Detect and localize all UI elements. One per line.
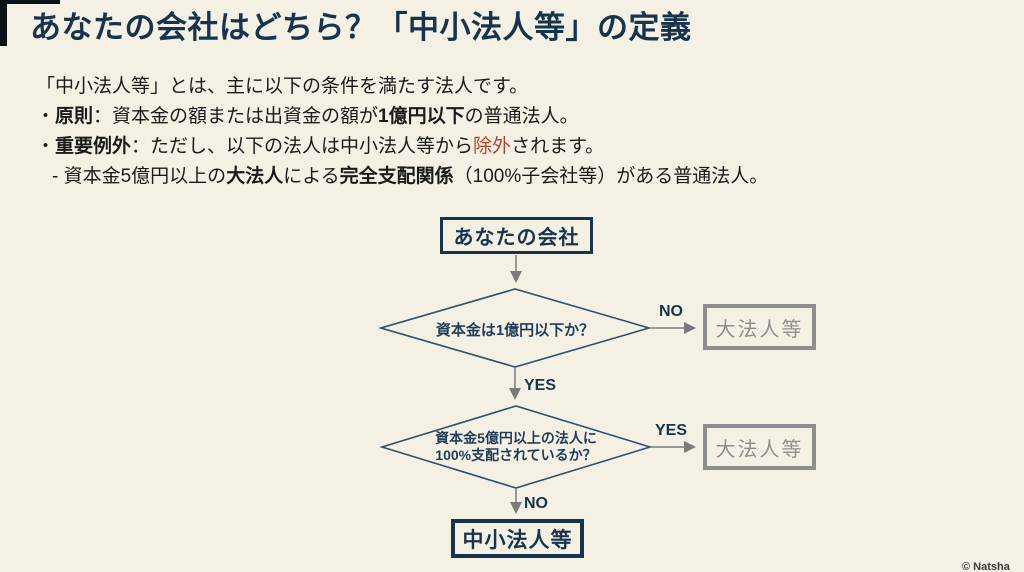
text-segment: - 資本金5億円以上の: [52, 166, 227, 187]
bullet-glyph: ・: [36, 106, 56, 127]
copyright-watermark: © Natsha: [962, 561, 1010, 572]
text-segment: （100%子会社等）がある普通法人。: [453, 166, 769, 187]
text-segment-red: 除外: [473, 136, 512, 157]
text-segment-bold: 完全支配関係: [339, 166, 454, 187]
decision2-label: 資本金5億円以上の法人に 100%支配されているか？: [396, 430, 636, 464]
flow-result-label: 中小法人等: [462, 528, 573, 552]
text-segment: による: [283, 166, 340, 187]
bullet-glyph: ・: [36, 136, 56, 157]
text-segment: ：ただし、以下の法人は中小法人等から: [131, 136, 474, 157]
flow-start-label: あなたの会社: [453, 227, 580, 249]
intro-line-definition: 「中小法人等」とは、主に以下の条件を満たす法人です。: [36, 72, 768, 102]
decision2-label-line1: 資本金5億円以上の法人に: [435, 430, 597, 446]
flow-result-box: 中小法人等: [451, 519, 584, 558]
intro-line-exception: ・重要例外：ただし、以下の法人は中小法人等から除外されます。: [36, 132, 768, 162]
large-corp-label-2: 大法人等: [715, 438, 804, 461]
flow-start-box: あなたの会社: [440, 217, 593, 254]
text-segment: 「中小法人等」とは、主に以下の条件を満たす法人です。: [36, 76, 529, 97]
intro-line-exception-detail: - 資本金5億円以上の大法人による完全支配関係（100%子会社等）がある普通法人…: [36, 162, 768, 192]
large-corp-box-1: 大法人等: [703, 304, 816, 350]
text-segment-bold: 1億円以下: [378, 106, 465, 127]
large-corp-label-1: 大法人等: [715, 318, 804, 341]
text-segment-bold: 大法人: [226, 166, 284, 187]
corner-artifact-left: [0, 0, 7, 46]
large-corp-box-2: 大法人等: [703, 424, 816, 470]
intro-text-block: 「中小法人等」とは、主に以下の条件を満たす法人です。 ・原則：資本金の額または出…: [36, 72, 768, 192]
branch-label-no-1: NO: [659, 303, 683, 320]
text-segment: の普通法人。: [464, 106, 579, 127]
text-segment: ：資本金の額または出資金の額が: [93, 106, 379, 127]
branch-label-no-2: NO: [524, 495, 548, 512]
intro-line-principle: ・原則：資本金の額または出資金の額が1億円以下の普通法人。: [36, 102, 768, 132]
text-segment: されます。: [511, 136, 605, 157]
branch-label-yes-2: YES: [655, 422, 688, 439]
text-segment-bold: 重要例外: [55, 136, 132, 157]
decision1-label: 資本金は1億円以下か？: [435, 322, 595, 339]
corner-artifact-top: [0, 0, 60, 4]
page-title: あなたの会社はどちら？「中小法人等」の定義: [30, 10, 692, 45]
decision2-label-line2: 100%支配されているか？: [435, 447, 597, 463]
text-segment-bold: 原則: [55, 106, 94, 127]
branch-label-yes-1: YES: [524, 377, 557, 394]
